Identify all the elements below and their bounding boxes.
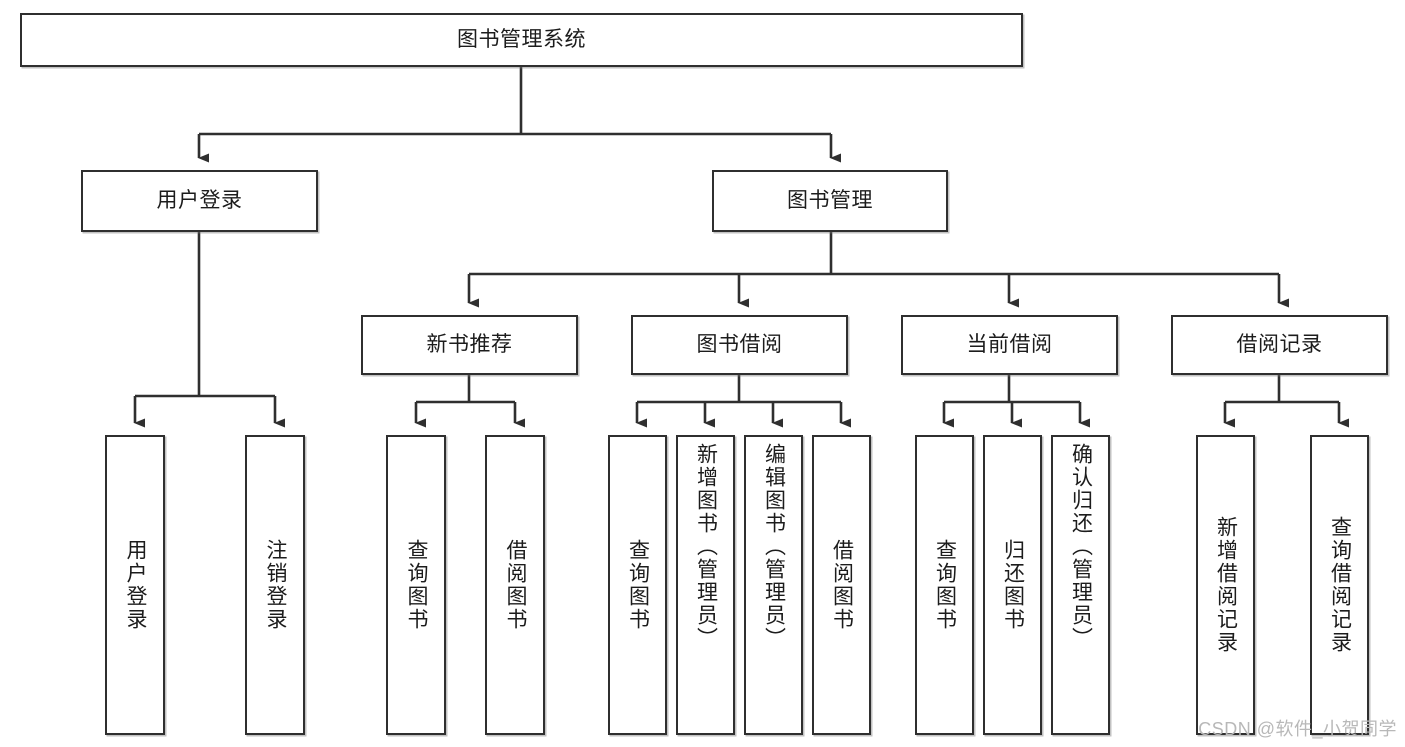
connectors-login-to-leaves [133, 232, 285, 428]
node-book-borrow-label: 图书借阅 [696, 332, 783, 356]
node-current-borrow[interactable]: 当前借阅 [901, 315, 1118, 375]
node-new-book-recommend[interactable]: 新书推荐 [361, 315, 578, 375]
node-leaf-query-book-2-label: 查询图书 [626, 539, 650, 631]
node-leaf-user-login-label: 用户登录 [124, 539, 148, 631]
node-leaf-borrow-book-1-label: 借阅图书 [504, 539, 528, 631]
node-leaf-query-record[interactable]: 查询借阅记录 [1310, 435, 1369, 735]
node-leaf-edit-book[interactable]: 编辑图书（管理员） [744, 435, 803, 735]
connectors-root-to-level2 [197, 67, 841, 163]
node-leaf-confirm-return-label: 确认归还（管理员） [1069, 443, 1093, 650]
node-root-system[interactable]: 图书管理系统 [20, 13, 1023, 67]
node-current-borrow-label: 当前借阅 [966, 332, 1053, 356]
node-new-book-recommend-label: 新书推荐 [426, 332, 513, 356]
node-root-label: 图书管理系统 [457, 27, 586, 51]
node-book-borrow[interactable]: 图书借阅 [631, 315, 848, 375]
node-leaf-query-book-3-label: 查询图书 [933, 539, 957, 631]
connectors-current-to-leaves [942, 375, 1090, 428]
watermark-text: CSDN @软件_小贺同学 [1198, 719, 1397, 739]
connectors-recommend-to-leaves [414, 375, 525, 428]
node-leaf-borrow-book-1[interactable]: 借阅图书 [485, 435, 545, 735]
node-leaf-add-record-label: 新增借阅记录 [1214, 516, 1238, 654]
node-leaf-edit-book-label: 编辑图书（管理员） [762, 443, 786, 650]
node-leaf-query-book-3[interactable]: 查询图书 [915, 435, 974, 735]
node-borrow-record[interactable]: 借阅记录 [1171, 315, 1388, 375]
node-book-manage[interactable]: 图书管理 [712, 170, 948, 232]
node-leaf-logout-login[interactable]: 注销登录 [245, 435, 305, 735]
node-leaf-borrow-book-2[interactable]: 借阅图书 [812, 435, 871, 735]
node-user-login-label: 用户登录 [156, 188, 243, 212]
node-leaf-query-book-2[interactable]: 查询图书 [608, 435, 667, 735]
node-borrow-record-label: 借阅记录 [1236, 332, 1323, 356]
node-user-login[interactable]: 用户登录 [81, 170, 318, 232]
node-leaf-borrow-book-2-label: 借阅图书 [830, 539, 854, 631]
connectors-bookmanage-to-level3 [467, 232, 1289, 308]
node-leaf-add-book[interactable]: 新增图书（管理员） [676, 435, 735, 735]
node-leaf-user-login[interactable]: 用户登录 [105, 435, 165, 735]
node-leaf-logout-login-label: 注销登录 [264, 539, 288, 631]
connectors-record-to-leaves [1223, 375, 1349, 428]
node-leaf-query-book-1-label: 查询图书 [405, 539, 429, 631]
node-book-manage-label: 图书管理 [787, 188, 873, 212]
node-leaf-query-record-label: 查询借阅记录 [1328, 516, 1352, 654]
node-leaf-add-book-label: 新增图书（管理员） [694, 443, 718, 650]
node-leaf-return-book[interactable]: 归还图书 [983, 435, 1042, 735]
node-leaf-query-book-1[interactable]: 查询图书 [386, 435, 446, 735]
node-leaf-return-book-label: 归还图书 [1001, 539, 1025, 631]
node-leaf-add-record[interactable]: 新增借阅记录 [1196, 435, 1255, 735]
node-leaf-confirm-return[interactable]: 确认归还（管理员） [1051, 435, 1110, 735]
connectors-borrow-to-leaves [635, 375, 851, 428]
